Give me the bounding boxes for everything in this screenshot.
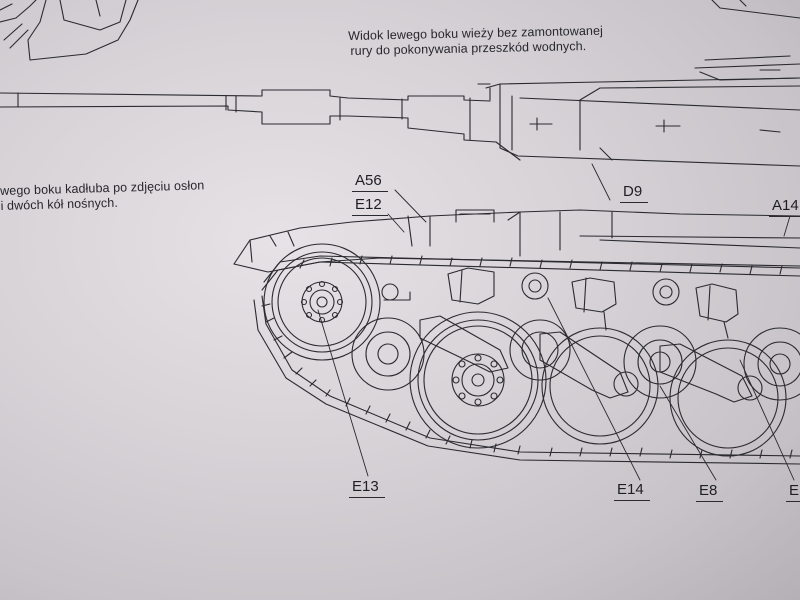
part-ref-e13: E13 — [349, 478, 385, 498]
previous-figure-fragment — [0, 0, 139, 61]
part-ref-a14: A14 — [769, 197, 800, 217]
part-ref-e8: E8 — [695, 482, 724, 502]
turret — [477, 77, 800, 167]
hull-view-caption: wego boku kadłuba po zdjęciu osłon i dwó… — [0, 178, 205, 214]
part-ref-a56: A56 — [352, 172, 388, 192]
hull-upper — [233, 209, 800, 273]
idler-wheel — [263, 243, 381, 361]
leader-lines — [317, 163, 795, 481]
part-ref-cut-off: E — [785, 482, 800, 502]
part-ref-e12: E12 — [352, 196, 388, 216]
track — [253, 255, 800, 465]
top-right-detail — [694, 0, 800, 81]
road-wheels — [351, 311, 800, 457]
turret-view-caption: Widok lewego boku wieży bez zamontowanej… — [348, 24, 603, 59]
part-ref-e14: E14 — [614, 481, 650, 501]
gun-barrel — [0, 89, 497, 143]
return-rollers — [381, 267, 739, 339]
suspension-arms — [419, 315, 763, 403]
part-ref-d9: D9 — [619, 183, 649, 203]
